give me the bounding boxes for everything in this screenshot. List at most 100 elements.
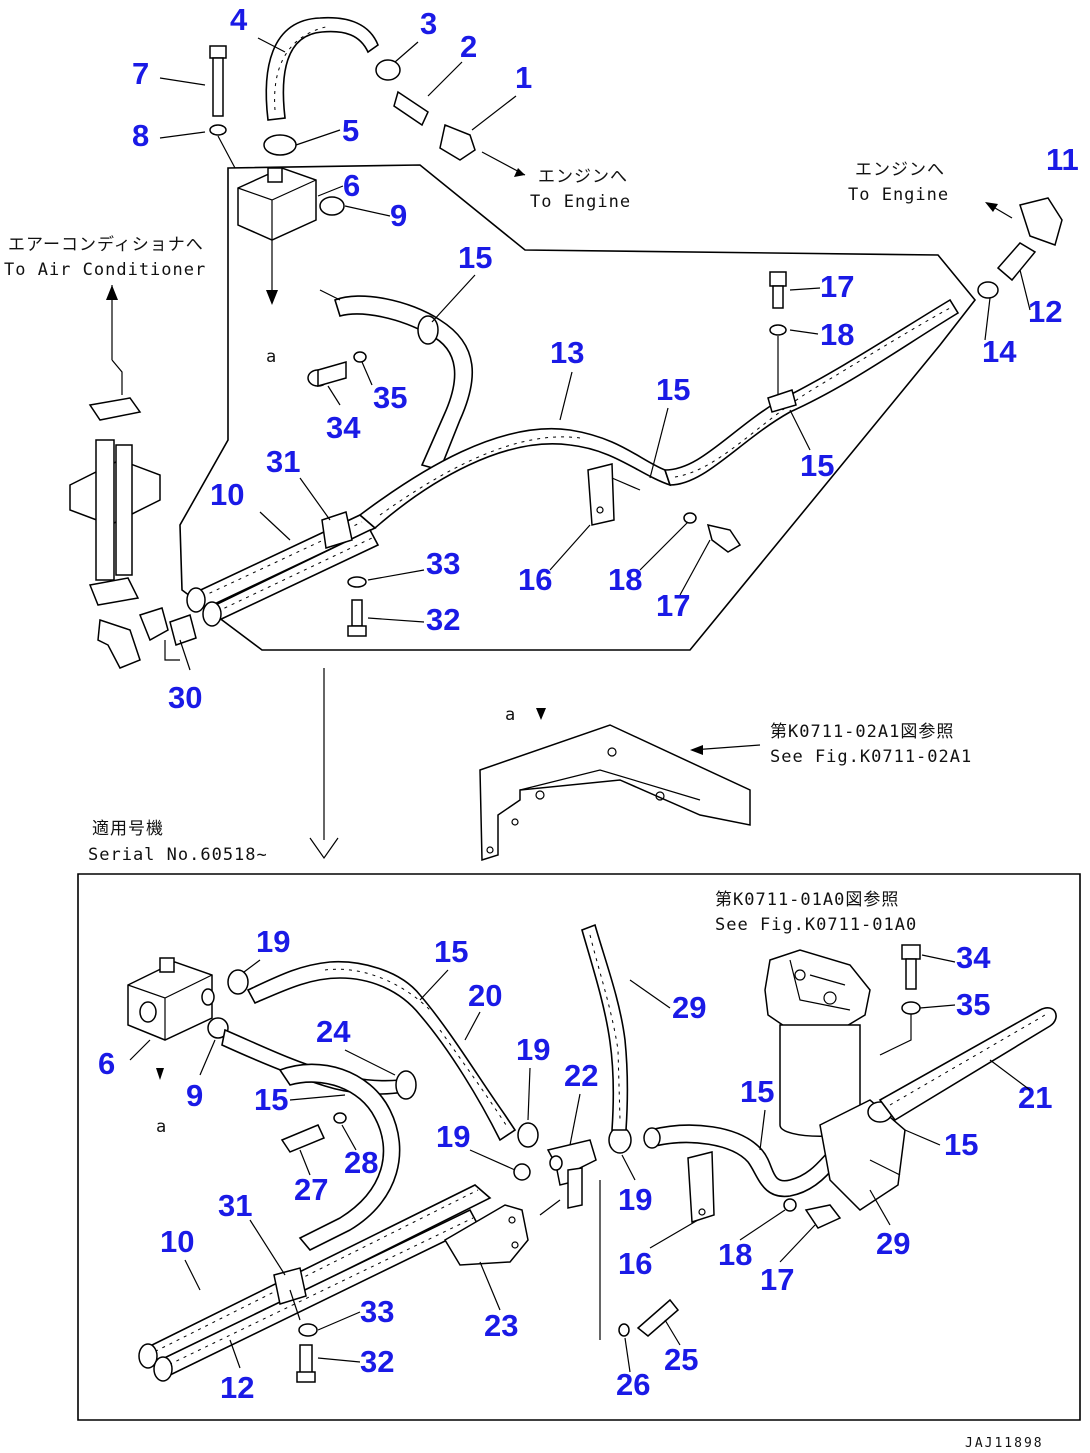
callout-15-d: 15 [434,934,468,969]
bottom-detail-box [77,873,1081,1421]
clamp-5 [263,134,297,156]
block-6-bottom [127,961,213,1041]
callout-31-a: 31 [266,444,300,479]
clamp-aircon-upper [88,397,142,421]
fitting-11 [1019,197,1063,246]
bolt-17-mid [706,523,742,553]
callout-32-a: 32 [426,602,460,637]
callout-15-b: 15 [656,372,690,407]
bolt-17-bottom [804,1204,842,1229]
callout-28: 28 [344,1145,378,1180]
clamp-15-right [767,389,797,413]
callout-13: 13 [550,335,584,370]
hose-29 [581,923,629,1131]
callout-32-b: 32 [360,1344,394,1379]
callout-10-a: 10 [210,477,244,512]
callout-9: 9 [390,198,407,233]
note-to-engine-2-en: To Engine [848,185,949,205]
clamp-19-left [227,969,249,995]
washer-33-bottom [298,1323,318,1337]
filter-head [764,949,871,1031]
callout-15-f: 15 [740,1074,774,1109]
callout-3: 3 [420,6,437,41]
top-detail-outline [179,164,977,651]
callout-leader-lines [129,37,1031,1373]
bolt-17-top [769,271,787,287]
hose-4 [265,16,379,121]
note-ref-02a1-en: See Fig.K0711-02A1 [770,747,972,767]
callout-14: 14 [982,334,1017,369]
callout-10-b: 10 [160,1224,194,1259]
note-to-engine-2-jp: エンジンへ [855,160,945,180]
clamp-19-mid [517,1122,539,1148]
callout-26: 26 [616,1367,650,1402]
washer-35 [353,351,367,363]
callout-25: 25 [664,1342,698,1377]
note-to-aircon-en: To Air Conditioner [4,260,206,280]
callout-20: 20 [468,978,502,1013]
callout-17-a: 17 [820,269,854,304]
view-marker-a-1: a [266,347,277,367]
callout-18-b: 18 [608,562,642,597]
hose-24 [221,1028,406,1095]
callout-9-b: 9 [186,1078,203,1113]
callout-29-b: 29 [876,1226,910,1261]
clamp-3 [375,59,401,81]
callout-30: 30 [168,680,202,715]
callout-18-a: 18 [820,317,854,352]
callout-22: 22 [564,1058,598,1093]
callout-7: 7 [132,56,149,91]
callout-35-a: 35 [373,380,407,415]
bolt-34-bottom [901,944,921,960]
filter-base [819,1099,906,1211]
callout-8: 8 [132,118,149,153]
washer-28 [333,1112,347,1124]
pipe-21 [878,1007,1057,1122]
connector-30 [139,607,169,642]
bracket-23 [443,1204,529,1266]
callout-1: 1 [515,60,532,95]
note-ref-02a1-jp: 第K0711-02A1図参照 [770,722,954,742]
callout-12-b: 12 [220,1370,254,1405]
washer-33-top [347,576,367,588]
hose-15-bottom-loop [278,1063,401,1251]
note-to-engine-1-en: To Engine [530,192,631,212]
washer-8 [209,124,227,136]
washer-26 [618,1323,630,1337]
note-ref-01a0-en: See Fig.K0711-01A0 [715,915,917,935]
callout-34-b: 34 [956,940,991,975]
arrow-to-engine-1 [514,168,525,177]
washer-35-bottom [901,1001,921,1015]
callout-27: 27 [294,1172,328,1207]
clamp-9-bottom [207,1017,229,1039]
bolt-32-bottom [299,1344,313,1376]
washer-18-bottom [783,1198,797,1212]
callout-24: 24 [316,1014,351,1049]
elbow-aircon [97,618,141,669]
callout-35-b: 35 [956,987,990,1022]
callout-19-d: 19 [618,1182,652,1217]
callout-29-a: 29 [672,990,706,1025]
clamp-31-top [321,511,353,549]
washer-18-mid [683,512,697,524]
clamp-19-right [608,1126,632,1154]
callout-19-a: 19 [256,924,290,959]
bracket-assembly [479,724,751,862]
callout-11: 11 [1046,142,1079,177]
note-to-aircon-jp: エアーコンディショナへ [8,234,204,255]
callout-16-b: 16 [618,1246,652,1281]
callout-2: 2 [460,29,477,64]
clamp-19-lower [513,1163,531,1181]
callout-6-b: 6 [98,1046,115,1081]
bolt-27 [280,1124,326,1153]
clamp-31-bottom [273,1267,307,1305]
callout-19-c: 19 [436,1119,470,1154]
callout-33-a: 33 [426,546,460,581]
callout-6: 6 [343,168,360,203]
washer-18-top [769,324,787,336]
callout-17-b: 17 [656,588,690,623]
callout-33-b: 33 [360,1294,394,1329]
fitting-12 [996,242,1037,282]
bolt-7 [209,45,227,59]
